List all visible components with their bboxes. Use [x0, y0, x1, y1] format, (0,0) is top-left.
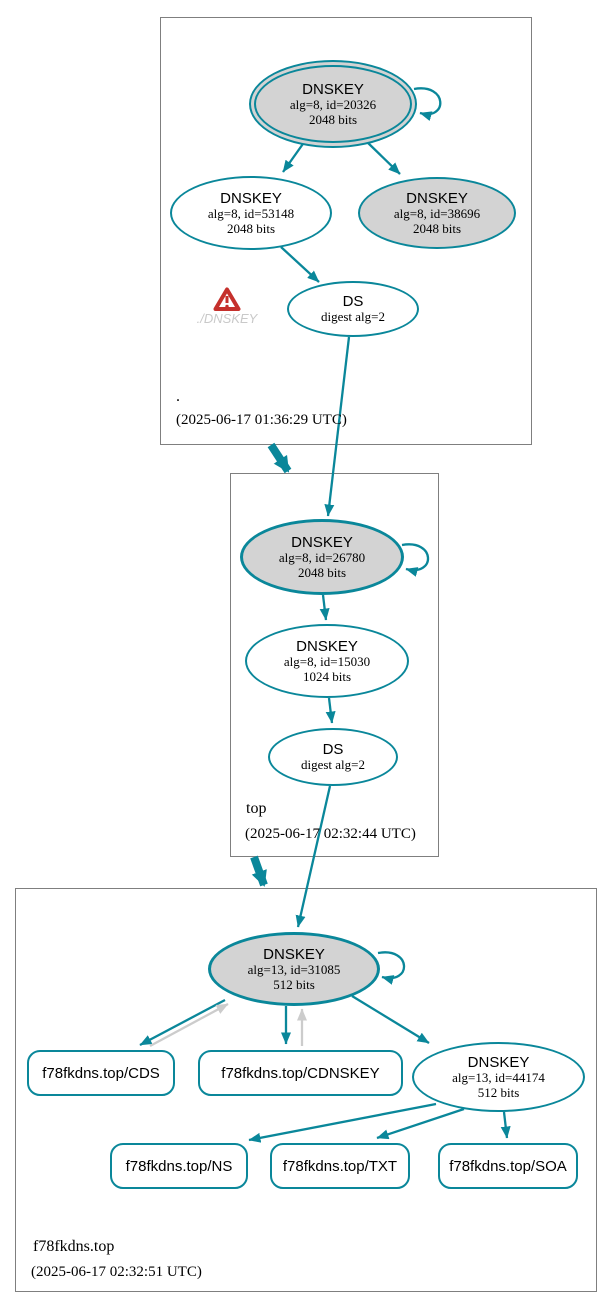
- dnskey-title: DNSKEY: [263, 945, 325, 963]
- warning-label: ./DNSKEY: [196, 311, 258, 326]
- rrset-label: f78fkdns.top/CDS: [42, 1064, 160, 1082]
- dnskey-alg-id: alg=13, id=44174: [452, 1070, 545, 1086]
- warning-indicator: ./DNSKEY: [192, 286, 262, 326]
- zone-label-f78fkdns-top: f78fkdns.top: [33, 1238, 115, 1255]
- dnskey-title: DNSKEY: [291, 533, 353, 551]
- edge-root-ds-to-top-ksk: [324, 336, 351, 517]
- ds-node-root[interactable]: DS digest alg=2: [287, 281, 419, 337]
- edge-cds-to-ksk-gray: [149, 1002, 229, 1048]
- dnskey-title: DNSKEY: [467, 1053, 530, 1071]
- edge-ksk-to-zsk-44174: [351, 995, 430, 1044]
- edge-delegation-top-to-f78fkdns: [250, 855, 268, 887]
- rrset-node-cds[interactable]: f78fkdns.top/CDS: [27, 1050, 175, 1096]
- rrset-node-txt[interactable]: f78fkdns.top/TXT: [270, 1143, 410, 1189]
- rrset-label: f78fkdns.top/SOA: [449, 1157, 567, 1175]
- dnskey-bits: 1024 bits: [302, 668, 352, 684]
- edge-ksk-to-cds: [139, 998, 226, 1047]
- dnskey-alg-id: alg=8, id=26780: [278, 550, 366, 566]
- ds-node-top[interactable]: DS digest alg=2: [268, 728, 398, 786]
- ds-digest: digest alg=2: [300, 757, 366, 773]
- dnskey-node-38696[interactable]: DNSKEY alg=8, id=38696 2048 bits: [358, 177, 516, 249]
- edge-root-zsk-to-ds: [280, 246, 320, 283]
- zone-cluster-top: [230, 473, 439, 857]
- warning-icon: [213, 287, 241, 311]
- dnskey-bits: 2048 bits: [297, 564, 347, 580]
- dnskey-bits: 2048 bits: [412, 220, 462, 236]
- zone-timestamp-top: (2025-06-17 02:32:44 UTC): [245, 826, 416, 842]
- dnskey-node-53148[interactable]: DNSKEY alg=8, id=53148 2048 bits: [170, 176, 332, 250]
- dnskey-title: DNSKEY: [302, 80, 364, 98]
- dnskey-alg-id: alg=8, id=15030: [283, 654, 371, 670]
- zone-label-root: .: [176, 388, 180, 405]
- edge-top-ksk-to-zsk: [319, 594, 330, 621]
- zone-timestamp-root: (2025-06-17 01:36:29 UTC): [176, 412, 347, 428]
- zone-timestamp-f78fkdns-top: (2025-06-17 02:32:51 UTC): [31, 1264, 202, 1280]
- edge-top-ds-to-f78fkdns-ksk: [295, 785, 332, 928]
- dnskey-node-26780[interactable]: DNSKEY alg=8, id=26780 2048 bits: [240, 519, 404, 595]
- ds-title: DS: [342, 293, 364, 311]
- dnskey-alg-id: alg=8, id=53148: [207, 206, 295, 222]
- edge-zsk-to-soa: [500, 1111, 511, 1139]
- rrset-node-soa[interactable]: f78fkdns.top/SOA: [438, 1143, 578, 1189]
- edge-root-ksk-self-signature: [413, 87, 442, 121]
- edge-root-ksk-to-zsk-53148: [282, 140, 306, 173]
- dnskey-bits: 512 bits: [477, 1084, 520, 1100]
- dnskey-title: DNSKEY: [220, 189, 282, 207]
- edge-top-ksk-self-signature: [401, 543, 430, 577]
- edge-delegation-root-to-top: [267, 442, 292, 474]
- zone-cluster-root: [160, 17, 532, 445]
- dnskey-bits: 512 bits: [273, 976, 315, 992]
- edge-f78fkdns-ksk-self-signature: [377, 951, 406, 985]
- dnskey-alg-id: alg=8, id=20326: [289, 97, 377, 113]
- edge-zsk-to-txt: [376, 1107, 465, 1140]
- rrset-node-cdnskey[interactable]: f78fkdns.top/CDNSKEY: [198, 1050, 403, 1096]
- dnskey-bits: 2048 bits: [308, 111, 358, 127]
- dnskey-node-20326[interactable]: DNSKEY alg=8, id=20326 2048 bits: [249, 60, 417, 148]
- dnskey-node-44174[interactable]: DNSKEY alg=13, id=44174 512 bits: [412, 1042, 585, 1112]
- edge-root-ksk-to-zsk-38696: [365, 140, 401, 175]
- dnskey-title: DNSKEY: [296, 637, 358, 655]
- dnskey-bits: 2048 bits: [226, 220, 276, 236]
- ds-title: DS: [322, 741, 344, 759]
- ds-digest: digest alg=2: [320, 309, 386, 325]
- rrset-node-ns[interactable]: f78fkdns.top/NS: [110, 1143, 248, 1189]
- rrset-label: f78fkdns.top/NS: [125, 1157, 233, 1175]
- dnskey-node-15030[interactable]: DNSKEY alg=8, id=15030 1024 bits: [245, 624, 409, 698]
- dnskey-alg-id: alg=13, id=31085: [247, 962, 341, 978]
- dnskey-alg-id: alg=8, id=38696: [393, 206, 481, 222]
- dnskey-title: DNSKEY: [406, 189, 468, 207]
- dnskey-node-31085[interactable]: DNSKEY alg=13, id=31085 512 bits: [208, 932, 380, 1006]
- zone-label-top: top: [246, 800, 267, 817]
- edge-zsk-to-ns: [248, 1102, 437, 1143]
- rrset-label: f78fkdns.top/TXT: [282, 1157, 398, 1175]
- edge-top-zsk-to-ds: [325, 697, 336, 724]
- rrset-label: f78fkdns.top/CDNSKEY: [221, 1064, 380, 1082]
